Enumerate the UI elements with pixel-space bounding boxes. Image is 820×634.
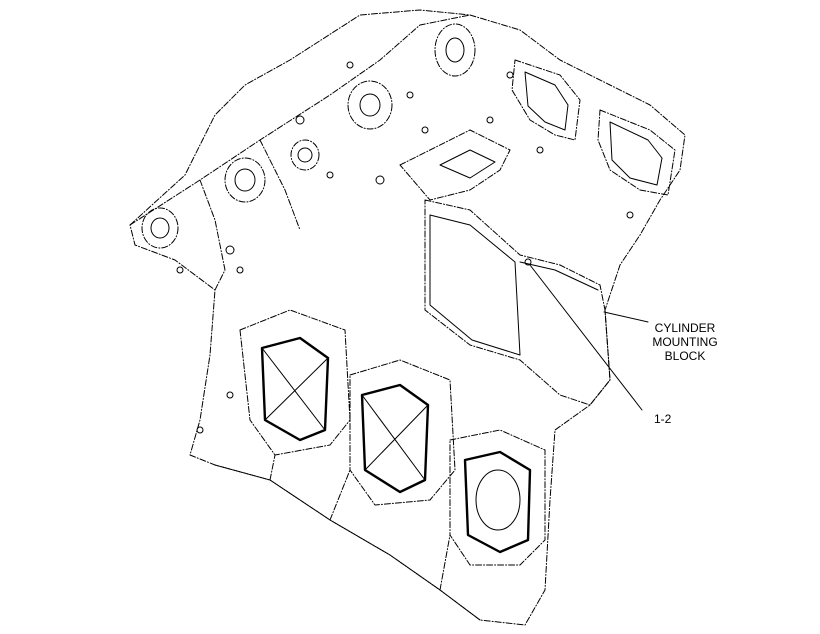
crank-compartment-1 xyxy=(239,309,351,456)
leader-cylinder-block xyxy=(603,311,649,323)
deck-plate xyxy=(399,129,511,201)
lower-skirt xyxy=(214,454,481,621)
label-line-2: MOUNTING xyxy=(652,335,718,349)
port-upper-right-inner xyxy=(609,121,663,186)
bore-3-inner xyxy=(297,147,313,163)
cylinder-mounting-block-label: CYLINDER MOUNTING BLOCK xyxy=(630,321,740,363)
bore-4 xyxy=(347,80,393,130)
crank-compartment-3 xyxy=(449,429,546,566)
bore-2-inner xyxy=(234,168,256,192)
bolt-holes xyxy=(176,61,634,434)
bore-4-inner xyxy=(359,93,381,117)
port-upper-left-inner xyxy=(524,71,569,131)
mounting-bolt xyxy=(524,258,532,266)
port-upper-left xyxy=(511,59,581,141)
inspection-cross-2 xyxy=(361,394,429,481)
crank-compartment-2 xyxy=(349,359,456,506)
inspection-opening-3 xyxy=(463,450,532,554)
bore-1 xyxy=(141,207,179,249)
crank-bore xyxy=(475,469,521,531)
port-upper-right xyxy=(597,109,676,196)
timing-housing xyxy=(129,14,471,291)
bore-5 xyxy=(434,23,476,77)
deck-pad xyxy=(439,149,496,179)
bore-2 xyxy=(224,157,266,203)
label-line-1: CYLINDER xyxy=(654,321,716,335)
bore-5-inner xyxy=(445,37,465,63)
label-line-3: BLOCK xyxy=(664,349,706,363)
inspection-opening-1 xyxy=(260,336,330,442)
cylinder-mounting-block xyxy=(424,199,611,406)
bore-3 xyxy=(290,139,320,171)
reference-callout: 1-2 xyxy=(654,412,672,426)
block-outline xyxy=(129,9,686,626)
leader-reference xyxy=(529,264,643,411)
inspection-cross-1 xyxy=(261,347,329,431)
mounting-block-face xyxy=(429,214,521,356)
mounting-block-edge xyxy=(519,261,599,291)
bore-1-inner xyxy=(150,217,170,239)
